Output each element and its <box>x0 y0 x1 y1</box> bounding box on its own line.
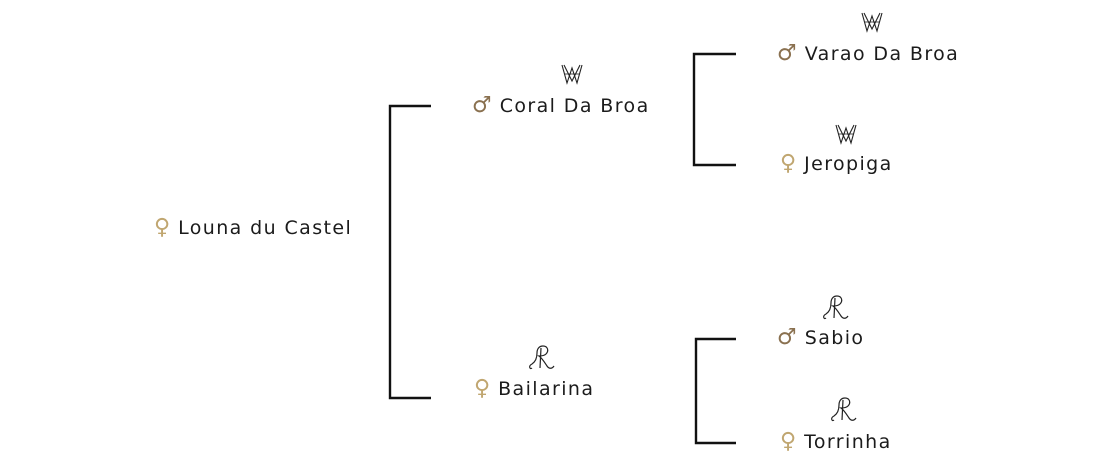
female-icon: ♀ <box>780 429 797 454</box>
male-icon: ♂ <box>777 41 797 66</box>
dam-dam-name: Torrinha <box>804 431 892 453</box>
dam-name: Bailarina <box>498 378 595 400</box>
bracket-sire <box>692 52 736 167</box>
sire-name: Coral Da Broa <box>499 95 650 117</box>
sire-node[interactable]: ♂ Coral Da Broa <box>472 93 650 118</box>
bracket-subject <box>388 104 431 400</box>
female-icon: ♀ <box>154 215 171 240</box>
female-icon: ♀ <box>474 376 491 401</box>
sire-sire-name: Varao Da Broa <box>804 43 960 65</box>
mv-monogram-brand-icon <box>560 62 584 86</box>
r-script-brand-icon <box>830 396 860 424</box>
mv-monogram-brand-icon <box>834 122 858 146</box>
dam-sire-node[interactable]: ♂ Sabio <box>777 325 865 350</box>
male-icon: ♂ <box>777 325 797 350</box>
sire-dam-node[interactable]: ♀ Jeropiga <box>780 151 893 176</box>
female-icon: ♀ <box>780 151 797 176</box>
dam-dam-node[interactable]: ♀ Torrinha <box>780 429 892 454</box>
mv-monogram-brand-icon <box>860 10 884 34</box>
r-script-brand-icon <box>822 294 852 322</box>
bracket-dam <box>694 337 736 445</box>
subject-node[interactable]: ♀ Louna du Castel <box>154 215 353 240</box>
dam-node[interactable]: ♀ Bailarina <box>474 376 595 401</box>
male-icon: ♂ <box>472 93 492 118</box>
subject-name: Louna du Castel <box>178 217 353 239</box>
dam-sire-name: Sabio <box>804 327 865 349</box>
sire-sire-node[interactable]: ♂ Varao Da Broa <box>777 41 960 66</box>
r-script-brand-icon <box>528 344 558 372</box>
sire-dam-name: Jeropiga <box>804 153 893 175</box>
